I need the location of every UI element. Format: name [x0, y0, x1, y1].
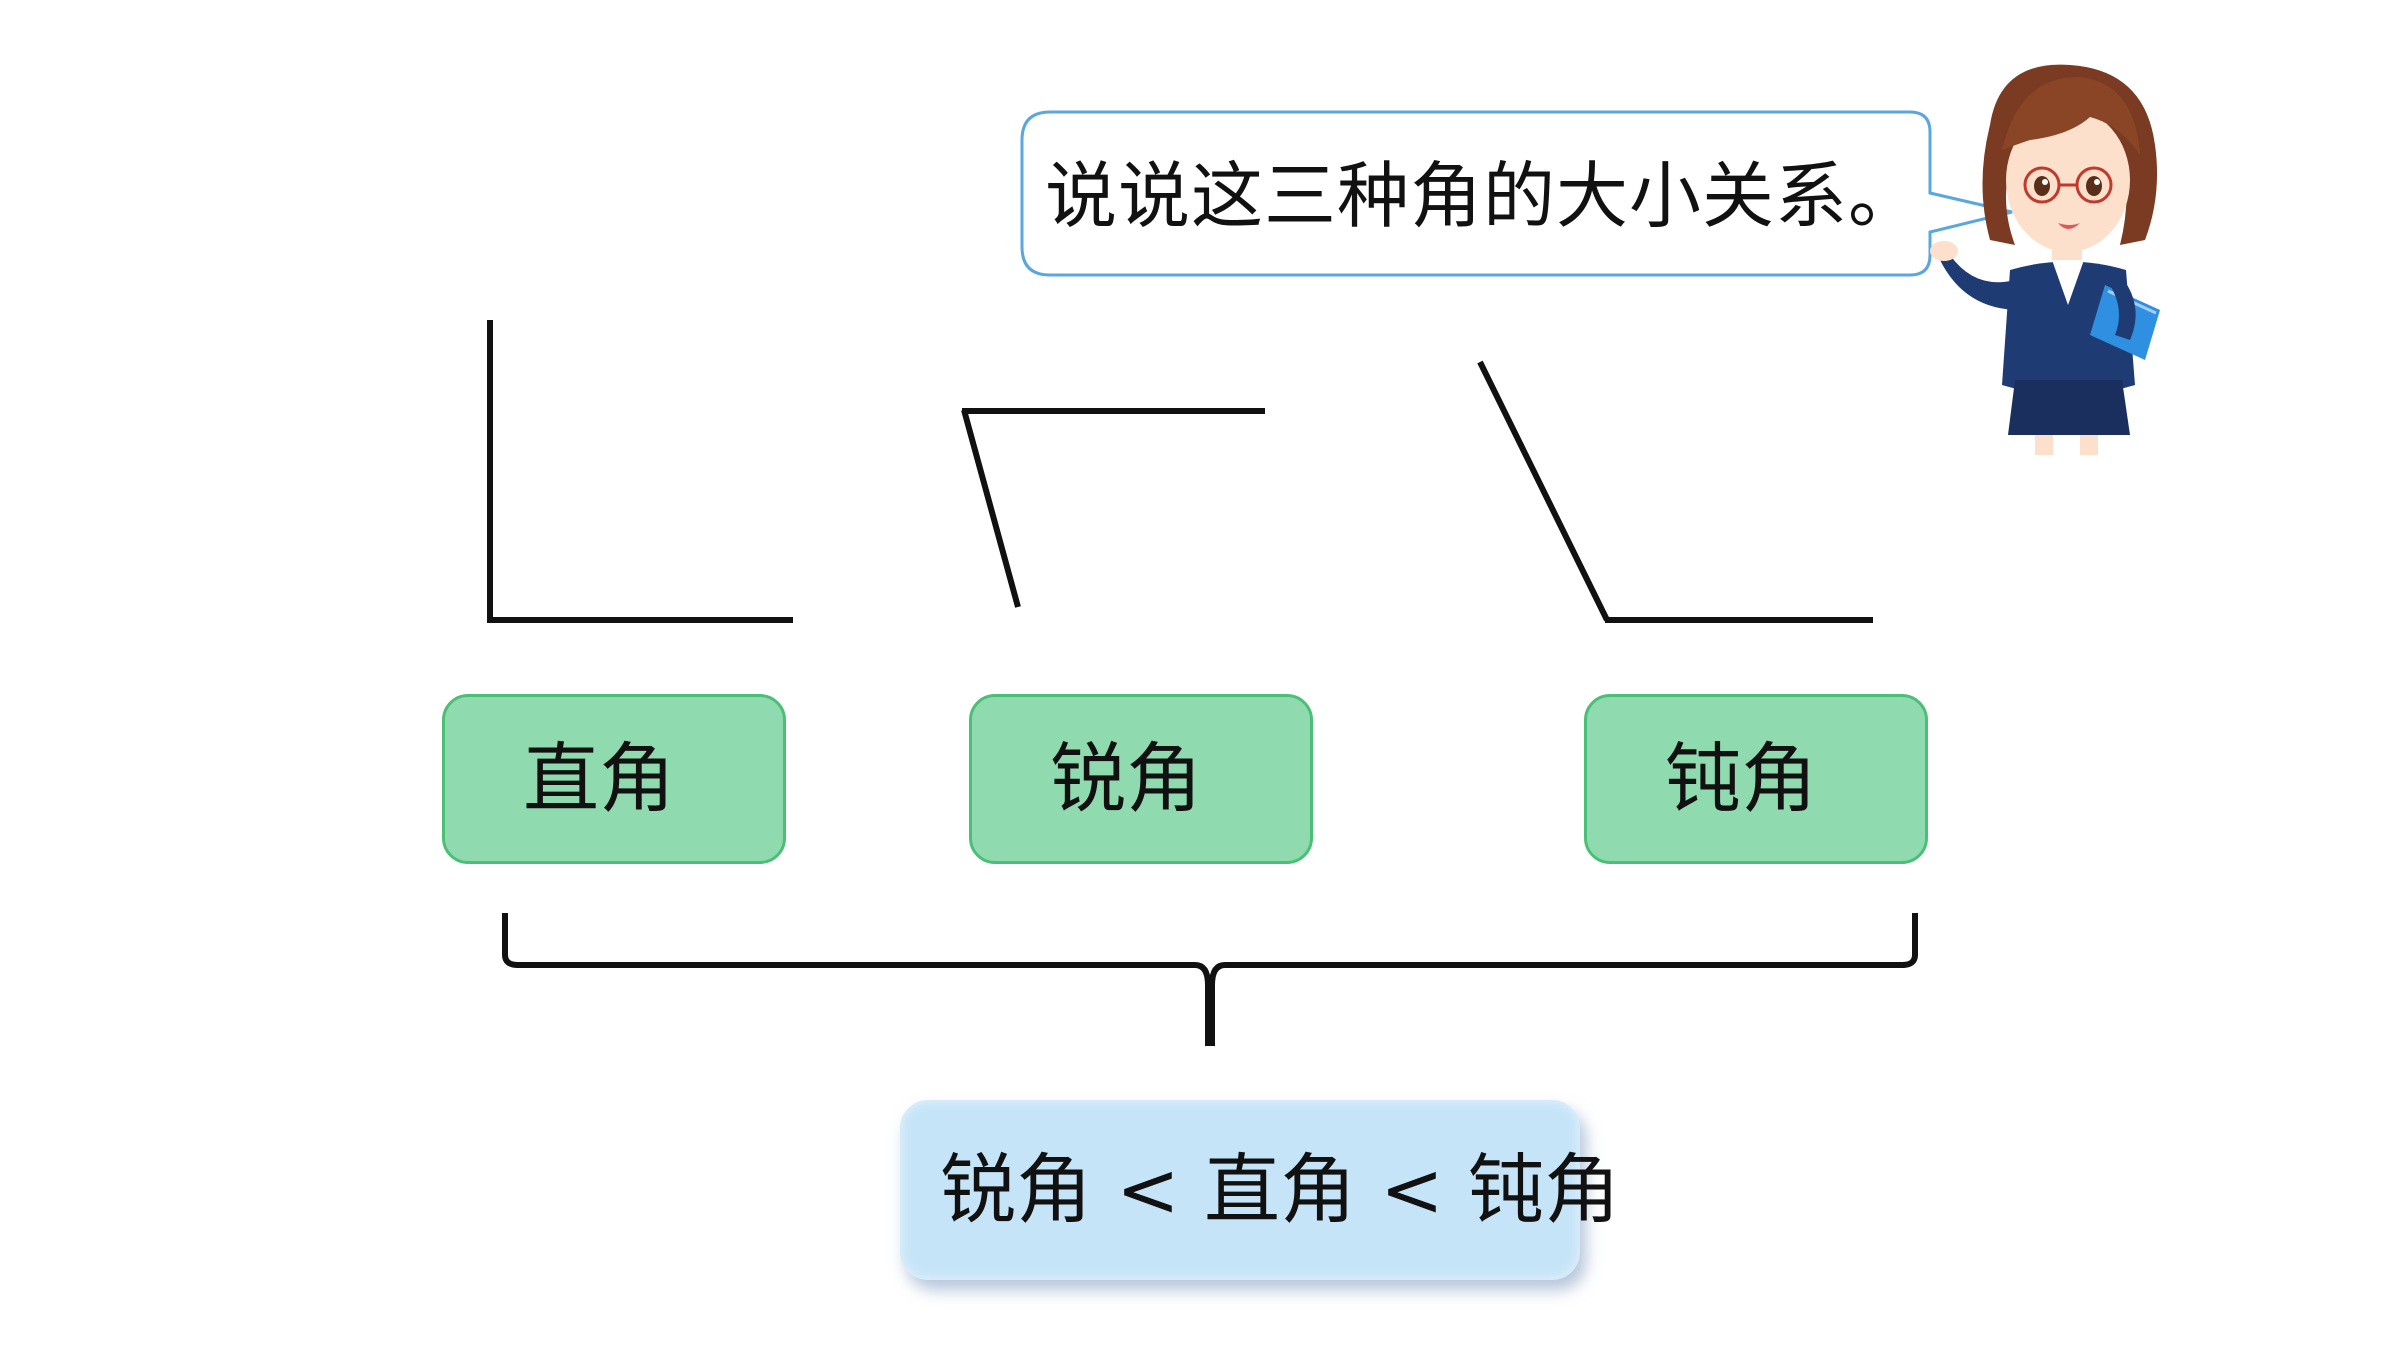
- obtuse-angle-label-box: 钝角: [1584, 694, 1928, 864]
- acute-angle-label-box: 锐角: [969, 694, 1313, 864]
- acute-angle-label: 锐角: [1050, 734, 1202, 823]
- obtuse-angle-figure: [1477, 360, 1873, 623]
- acute-angle-figure: [961, 408, 1265, 608]
- right-angle-label: 直角: [523, 734, 675, 823]
- comparison-result-box: 锐角 < 直角 < 钝角: [900, 1100, 1620, 1280]
- obtuse-angle-label: 钝角: [1665, 734, 1817, 823]
- teacher-illustration: [1930, 64, 2160, 455]
- comparison-result-text: 锐角 < 直角 < 钝角: [940, 1145, 1620, 1234]
- right-angle-figure: [487, 320, 793, 623]
- right-angle-label-box: 直角: [442, 694, 786, 864]
- speech-text: 说说这三种角的大小关系。: [1045, 154, 1922, 238]
- curly-brace: [502, 913, 1918, 1046]
